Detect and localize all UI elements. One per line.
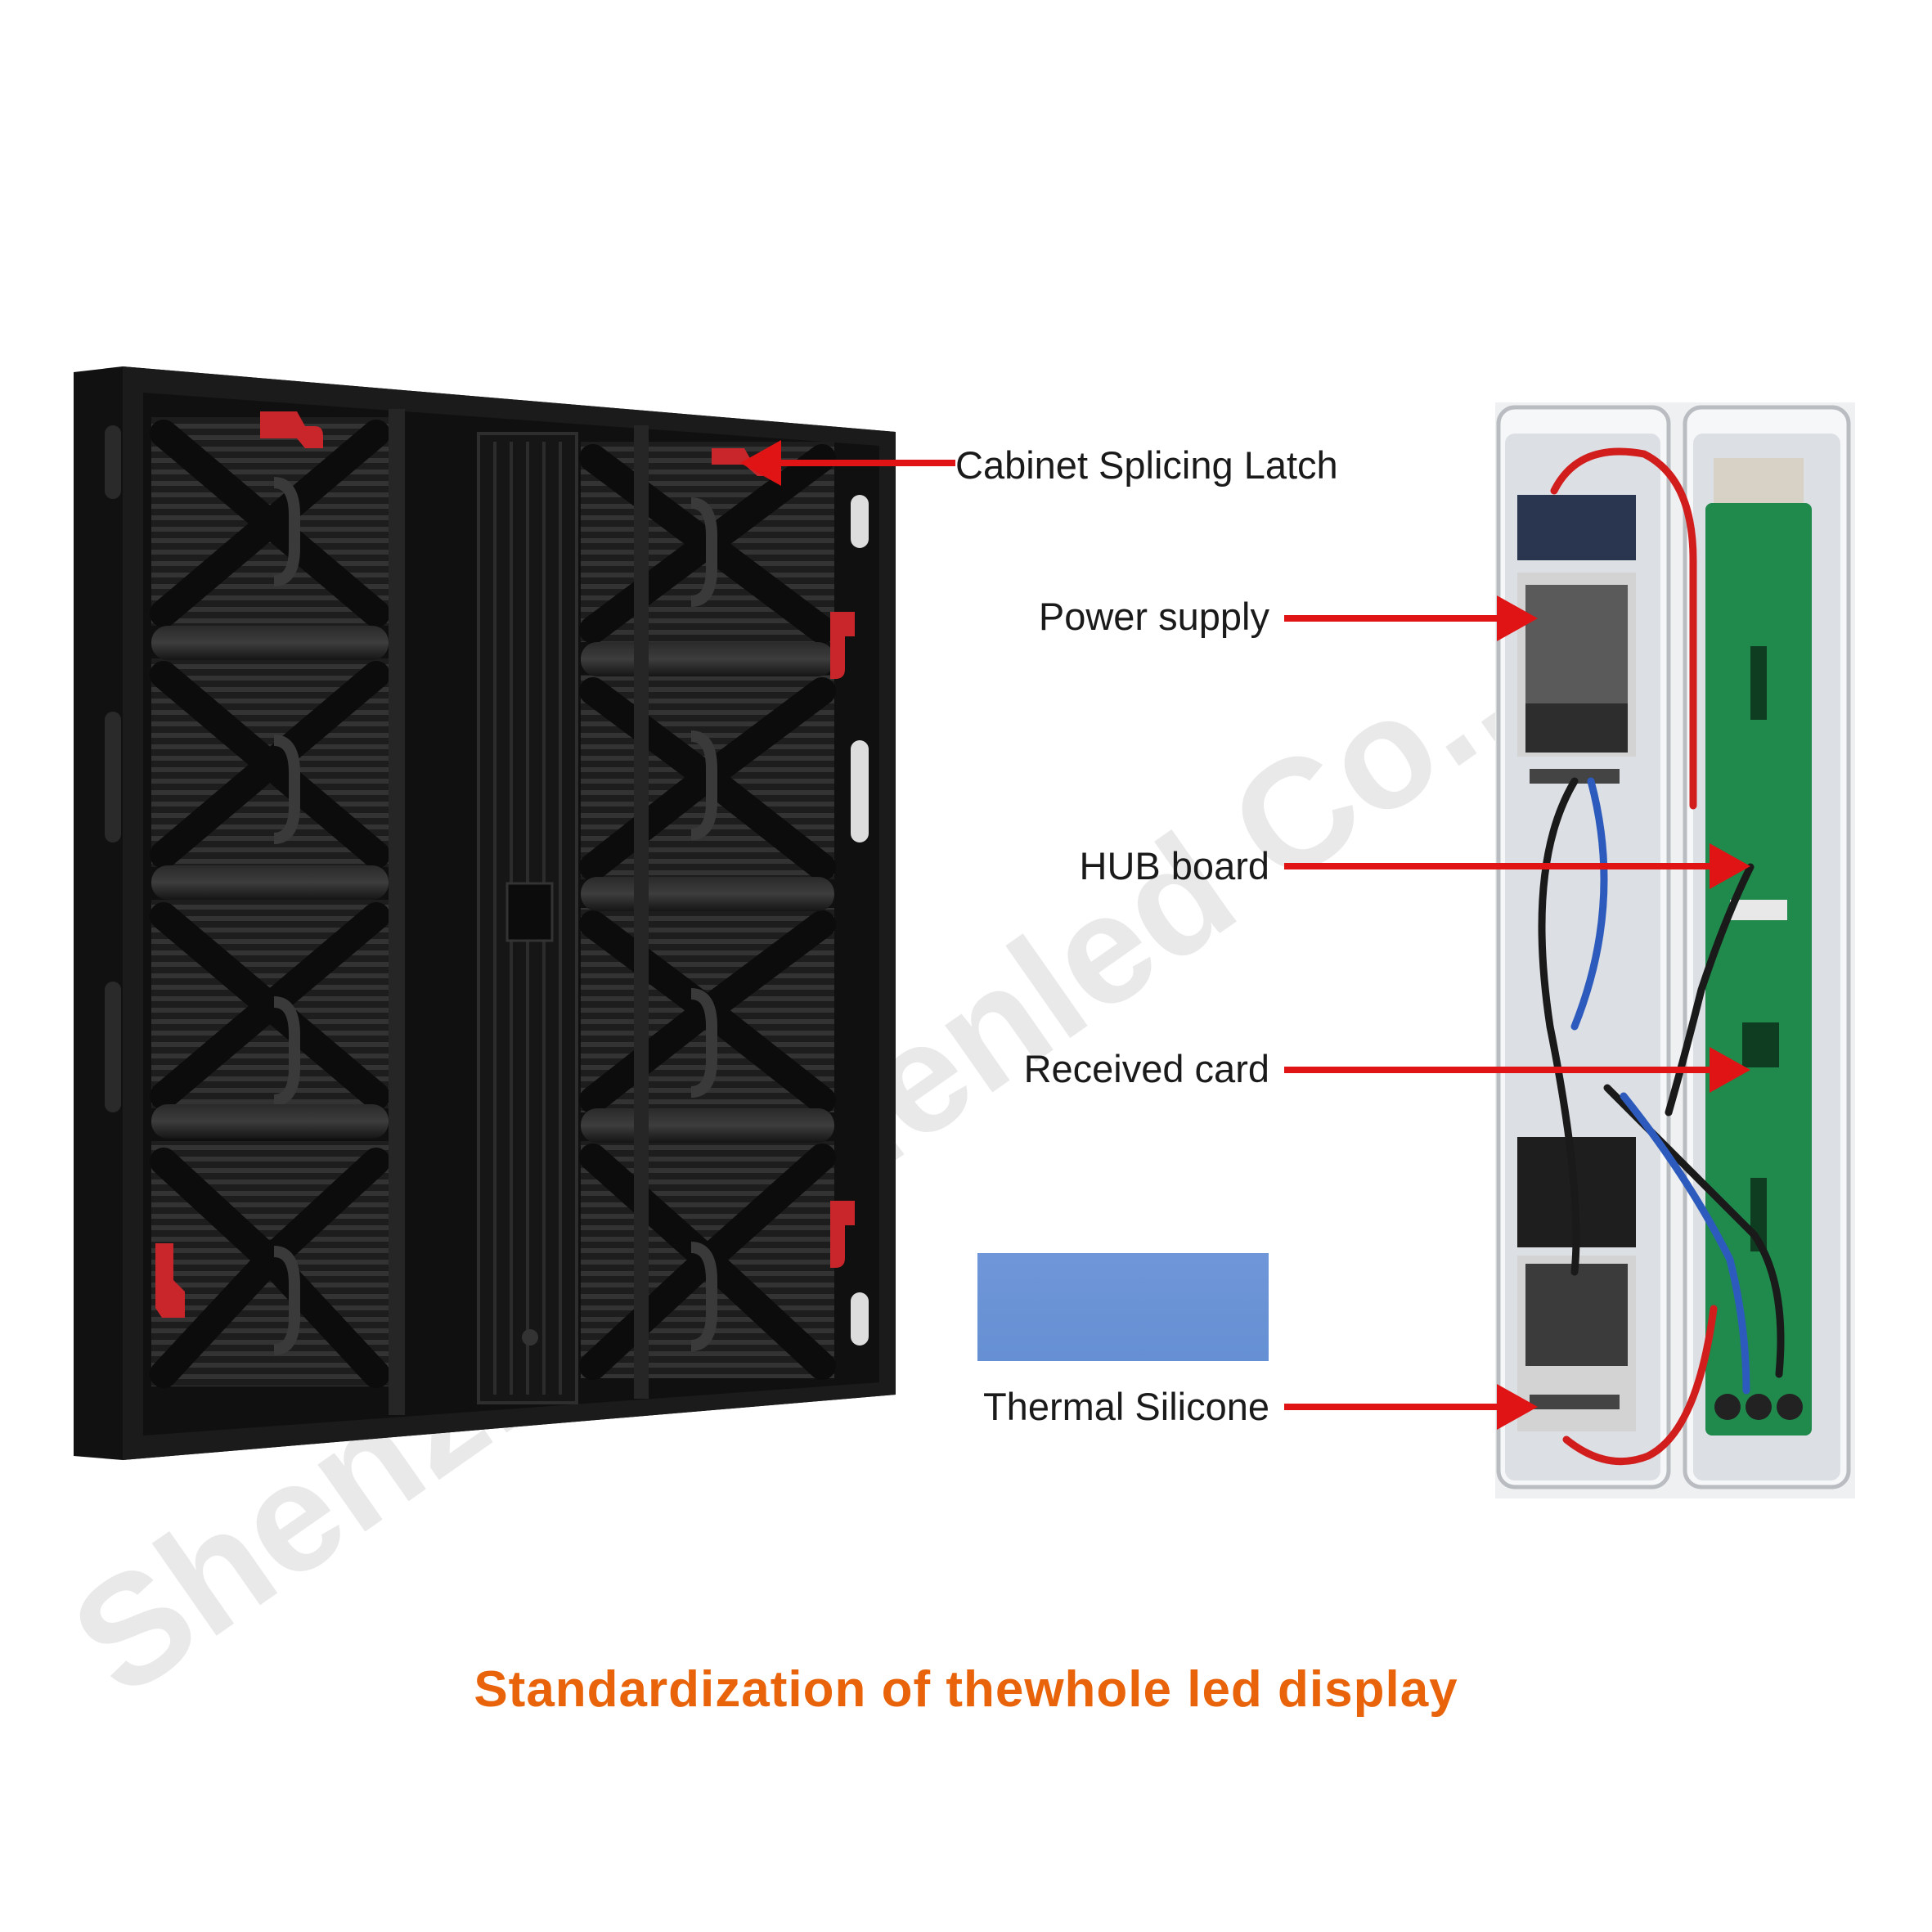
label-received-card: Received card: [1023, 1047, 1269, 1090]
label-cabinet-splicing-latch: Cabinet Splicing Latch: [955, 443, 1338, 487]
label-power-supply: Power supply: [1038, 595, 1269, 638]
label-hub-board: HUB board: [1079, 844, 1270, 887]
label-thermal-silicone: Thermal Silicone: [982, 1385, 1269, 1428]
thermal-silicone-swatch: [977, 1253, 1269, 1361]
caption: Standardization of thewhole led display: [474, 1661, 1458, 1718]
